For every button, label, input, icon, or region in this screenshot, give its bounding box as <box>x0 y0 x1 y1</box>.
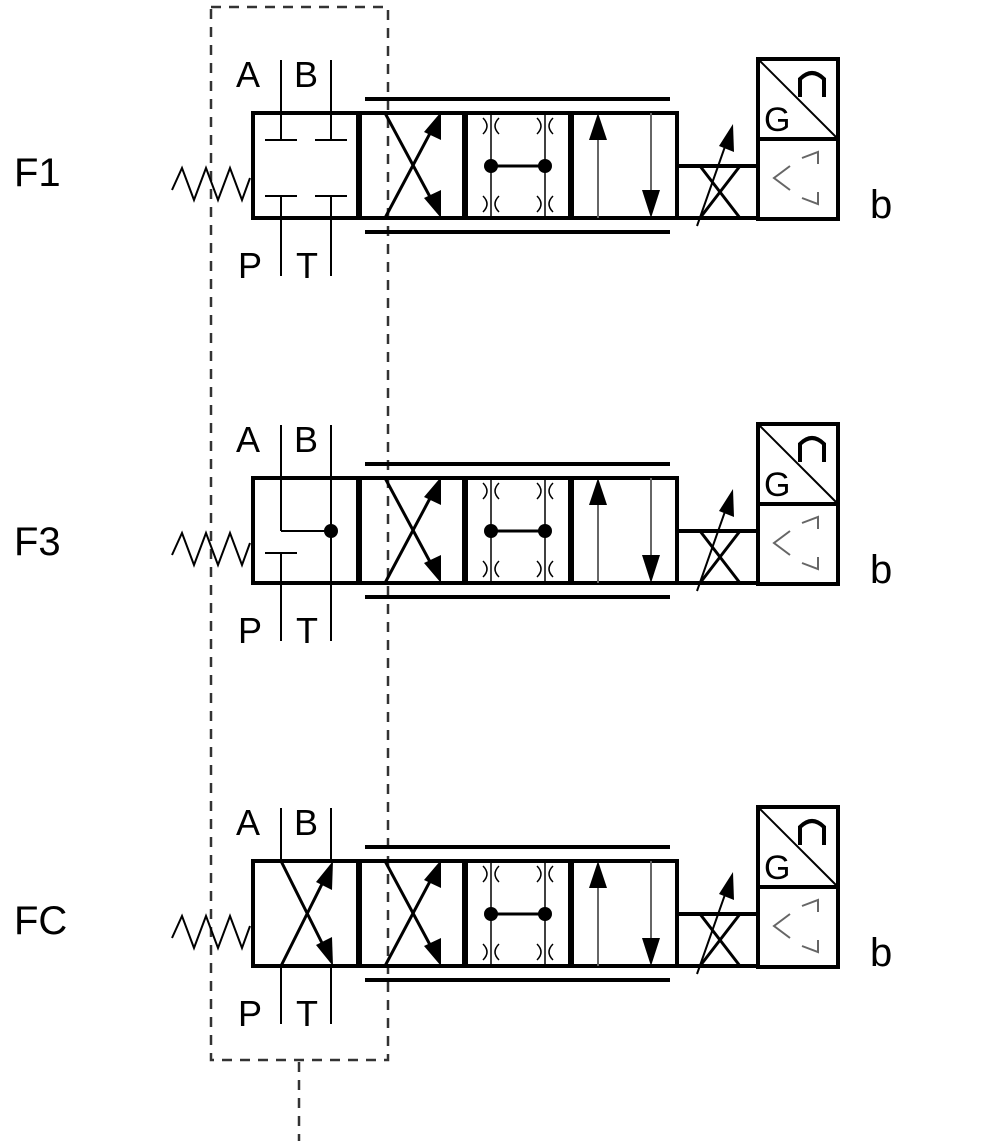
port-a-label: A <box>236 802 260 843</box>
spool-position-center <box>464 111 572 220</box>
solenoid-side-label: b <box>870 183 892 227</box>
port-t-label: T <box>296 245 318 286</box>
amplifier-label: G <box>764 101 790 139</box>
spool-position-parallel <box>570 859 679 968</box>
port-b-label: B <box>294 54 318 95</box>
solenoid-electronics: G <box>756 422 840 586</box>
spool-position-crossed <box>358 476 466 585</box>
variant-block-closed-center <box>251 60 360 276</box>
port-t-label: T <box>296 610 318 651</box>
amplifier-label: G <box>764 466 790 504</box>
valve-f3: F3 A B P T <box>14 419 892 651</box>
spring-icon <box>171 530 251 568</box>
feedback-transducer <box>677 489 757 592</box>
port-p-label: P <box>238 993 262 1034</box>
spring-icon <box>171 165 251 203</box>
port-p-label: P <box>238 245 262 286</box>
solenoid-side-label: b <box>870 931 892 975</box>
valve-fc-name: FC <box>14 899 67 943</box>
amplifier-label: G <box>764 849 790 887</box>
spool-position-crossed <box>358 111 466 220</box>
variant-block-crossover <box>251 808 360 1024</box>
port-a-label: A <box>236 419 260 460</box>
port-b-label: B <box>294 419 318 460</box>
spool-position-center <box>464 476 572 585</box>
spring-icon <box>171 913 251 951</box>
variant-selection-frame <box>209 5 390 1062</box>
port-t-label: T <box>296 993 318 1034</box>
solenoid-electronics: G <box>756 57 840 221</box>
spool-position-crossed <box>358 859 466 968</box>
valve-fc: FC A B P T <box>14 802 892 1034</box>
feedback-transducer <box>677 124 757 227</box>
solenoid-electronics: G <box>756 805 840 969</box>
spool-position-parallel <box>570 111 679 220</box>
feedback-transducer <box>677 872 757 975</box>
port-b-label: B <box>294 802 318 843</box>
valve-f1: F1 A B P T <box>14 54 892 286</box>
solenoid-side-label: b <box>870 548 892 592</box>
spool-position-parallel <box>570 476 679 585</box>
valve-f3-name: F3 <box>14 520 61 564</box>
valve-f1-name: F1 <box>14 151 61 195</box>
port-p-label: P <box>238 610 262 651</box>
spool-position-center <box>464 859 572 968</box>
port-a-label: A <box>236 54 260 95</box>
